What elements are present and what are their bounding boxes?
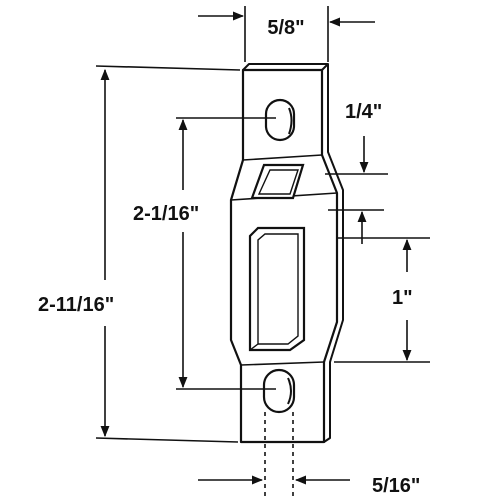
latch-square-opening xyxy=(250,163,305,200)
offset-label: 1/4" xyxy=(345,101,382,123)
overall-top-extension xyxy=(95,65,241,71)
hole-spacing-label: 2-1/16" xyxy=(133,203,199,225)
slot-length-label: 1" xyxy=(392,287,413,309)
lower-screw-hole xyxy=(262,368,296,414)
latch-long-slot xyxy=(248,226,306,352)
hole-width-dimension xyxy=(198,412,350,500)
hole-spacing-dimension xyxy=(176,117,276,390)
overall-bottom-extension xyxy=(95,437,239,443)
slot-length-dimension xyxy=(334,237,430,363)
plate-thickness-edge xyxy=(321,63,344,443)
width-dimension xyxy=(198,6,375,62)
lower-bend-line xyxy=(240,361,325,366)
upper-screw-hole xyxy=(264,98,296,142)
hole-width-label: 5/16" xyxy=(372,475,420,497)
plate-top-edge xyxy=(242,63,328,71)
upper-bend-line xyxy=(242,154,323,161)
width-label: 5/8" xyxy=(267,17,304,39)
overall-length-dimension xyxy=(95,65,241,443)
overall-length-label: 2-11/16" xyxy=(38,294,114,316)
